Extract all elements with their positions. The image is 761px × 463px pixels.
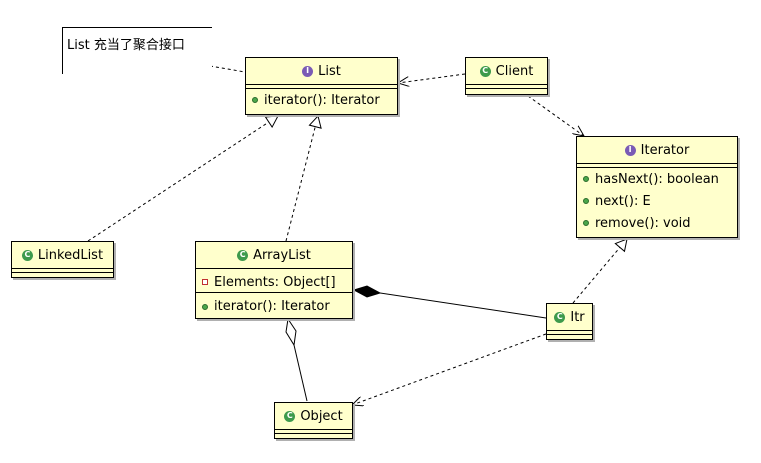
note-anchor-line — [209, 65, 246, 73]
private-icon — [202, 279, 208, 285]
arraylist-itr-composition — [379, 292, 547, 319]
divider — [466, 84, 547, 89]
operation: iterator(): Iterator — [196, 296, 352, 317]
class-icon: C — [237, 249, 249, 261]
class-name: Client — [495, 63, 534, 79]
operation: iterator(): Iterator — [246, 89, 397, 111]
arraylist-object-aggregation — [293, 344, 308, 402]
attribute-text: Elements: Object[] — [214, 274, 336, 290]
class-name: Iterator — [640, 142, 690, 158]
class-name: List — [318, 63, 341, 79]
client-list-dependency — [398, 73, 466, 83]
class-header: C Itr — [547, 304, 592, 330]
divider — [12, 268, 113, 273]
class-header: C ArrayList — [196, 242, 352, 268]
divider — [196, 268, 352, 272]
divider — [275, 429, 352, 434]
arraylist-realization — [285, 114, 322, 242]
class-client[interactable]: C Client — [465, 57, 548, 95]
class-name: Itr — [570, 309, 585, 325]
composition-diamond — [352, 285, 382, 298]
class-name: Object — [300, 408, 343, 424]
public-icon — [252, 97, 258, 103]
class-header: I List — [246, 58, 397, 84]
class-name: ArrayList — [253, 247, 311, 263]
class-header: C LinkedList — [12, 242, 113, 268]
class-icon: C — [479, 65, 491, 77]
class-icon: C — [21, 249, 33, 261]
client-iterator-dependency — [527, 95, 584, 136]
public-icon — [583, 198, 589, 204]
class-list[interactable]: I List iterator(): Iterator — [245, 57, 398, 115]
divider — [547, 330, 592, 335]
class-icon: C — [284, 410, 296, 422]
operation-text: remove(): void — [595, 215, 691, 231]
operation-text: iterator(): Iterator — [264, 92, 380, 108]
note: List 充当了聚合接口 — [62, 27, 212, 74]
itr-object-dependency — [352, 333, 547, 405]
class-iterator[interactable]: I Iterator hasNext(): boolean next(): E … — [576, 136, 738, 238]
class-header: C Object — [275, 403, 352, 429]
divider — [577, 163, 737, 168]
interface-icon: I — [624, 144, 636, 156]
operation: remove(): void — [577, 212, 737, 234]
operation-text: iterator(): Iterator — [214, 299, 330, 314]
public-icon — [583, 220, 589, 226]
itr-realization — [572, 238, 628, 304]
linkedlist-realization — [87, 115, 279, 242]
class-arraylist[interactable]: C ArrayList Elements: Object[] iterator(… — [195, 241, 353, 319]
class-icon: C — [554, 311, 566, 323]
public-icon — [583, 176, 589, 182]
operation: hasNext(): boolean — [577, 168, 737, 190]
operation: next(): E — [577, 190, 737, 212]
class-header: C Client — [466, 58, 547, 84]
interface-icon: I — [302, 65, 314, 77]
attribute: Elements: Object[] — [196, 272, 352, 292]
public-icon — [202, 303, 208, 310]
divider — [246, 84, 397, 89]
class-linkedlist[interactable]: C LinkedList — [11, 241, 114, 278]
class-object[interactable]: C Object — [274, 402, 353, 439]
note-text: List 充当了聚合接口 — [67, 38, 185, 53]
operation-text: next(): E — [595, 193, 651, 209]
aggregation-diamond — [285, 317, 297, 347]
divider — [196, 292, 352, 296]
operation-text: hasNext(): boolean — [595, 171, 719, 187]
class-header: I Iterator — [577, 137, 737, 163]
class-itr[interactable]: C Itr — [546, 303, 593, 340]
class-name: LinkedList — [37, 247, 104, 263]
